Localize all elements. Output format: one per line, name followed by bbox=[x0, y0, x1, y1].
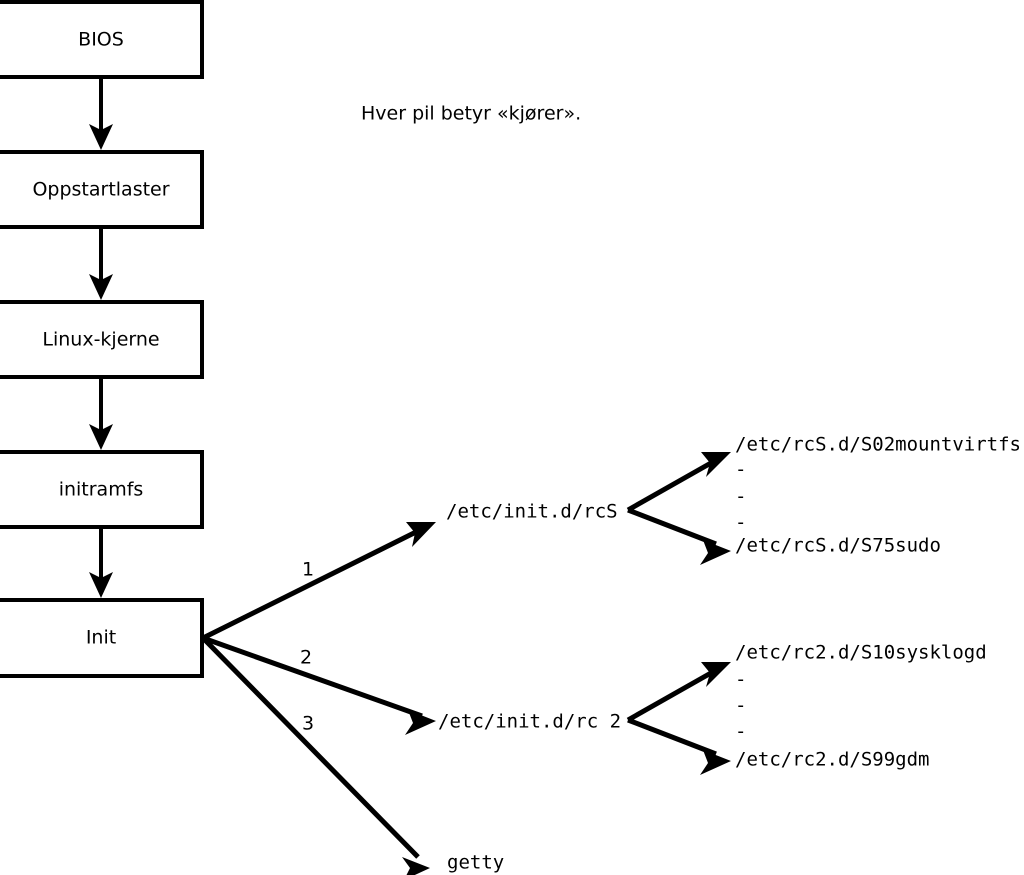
stage-label-init: Init bbox=[86, 627, 116, 649]
branch-target-rcs: /etc/init.d/rcS bbox=[446, 501, 618, 523]
stage-box-initramfs[interactable]: initramfs bbox=[0, 450, 204, 529]
script-label-rcs-last: /etc/rcS.d/S75sudo bbox=[735, 535, 941, 557]
stage-label-bios: BIOS bbox=[78, 29, 124, 51]
sub-branch-arrow-rcs-first bbox=[626, 452, 731, 513]
flow-arrow-kernel-to-initramfs bbox=[89, 378, 113, 450]
branch-number-1: 1 bbox=[302, 559, 314, 581]
branch-target-getty: getty bbox=[447, 852, 504, 874]
script-ellipsis-rcs-2: - bbox=[735, 486, 746, 508]
branch-number-2: 2 bbox=[300, 647, 312, 669]
script-ellipsis-rc2-1: - bbox=[735, 669, 746, 691]
branch-target-rc2: /etc/init.d/rc 2 bbox=[438, 711, 621, 733]
script-label-rc2-last: /etc/rc2.d/S99gdm bbox=[735, 749, 929, 771]
stage-box-linux-kjerne[interactable]: Linux-kjerne bbox=[0, 300, 204, 379]
stage-box-init[interactable]: Init bbox=[0, 598, 204, 678]
script-ellipsis-rc2-3: - bbox=[735, 721, 746, 743]
branch-arrow-1 bbox=[201, 522, 436, 641]
stage-label-initramfs: initramfs bbox=[59, 479, 144, 501]
sub-branch-arrow-rcs-last bbox=[627, 507, 731, 565]
sub-branch-arrow-rc2-first bbox=[626, 662, 731, 723]
branch-arrow-2 bbox=[202, 635, 436, 735]
script-ellipsis-rcs-1: - bbox=[735, 459, 746, 481]
flow-arrow-bios-to-bootloader bbox=[89, 77, 113, 150]
stage-box-bios[interactable]: BIOS bbox=[0, 0, 204, 79]
script-label-rcs-first: /etc/rcS.d/S02mountvirtfs bbox=[735, 434, 1021, 456]
stage-label-oppstartlaster: Oppstartlaster bbox=[32, 179, 169, 201]
script-ellipsis-rcs-3: - bbox=[735, 512, 746, 534]
flow-arrow-bootloader-to-kernel bbox=[89, 228, 113, 300]
stage-box-oppstartlaster[interactable]: Oppstartlaster bbox=[0, 150, 204, 229]
branch-arrow-3 bbox=[201, 636, 430, 875]
script-label-rc2-first: /etc/rc2.d/S10sysklogd bbox=[735, 642, 987, 664]
diagram-note: Hver pil betyr «kjører». bbox=[361, 103, 581, 125]
stage-label-linux-kjerne: Linux-kjerne bbox=[42, 329, 159, 351]
flow-arrow-initramfs-to-init bbox=[89, 528, 113, 598]
script-ellipsis-rc2-2: - bbox=[735, 695, 746, 717]
sub-branch-arrow-rc2-last bbox=[627, 717, 731, 775]
branch-number-3: 3 bbox=[302, 713, 314, 735]
